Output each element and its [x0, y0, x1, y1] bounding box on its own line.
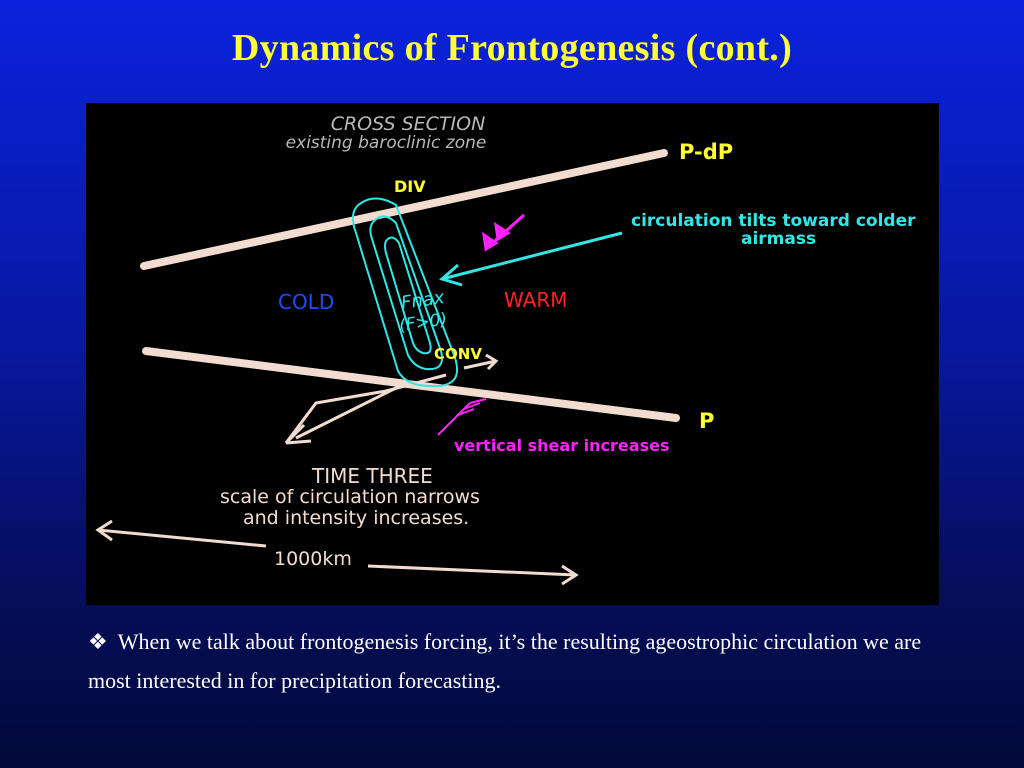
upper-isobar-label: P-dP — [679, 140, 733, 164]
slide-title: Dynamics of Frontogenesis (cont.) — [231, 27, 793, 69]
low-level-flow-arrow-right — [463, 353, 499, 371]
caption-text: When we talk about frontogenesis forcing… — [88, 629, 922, 693]
circulation-note-line1: circulation tilts toward colder — [631, 211, 916, 231]
divergence-label: DIV — [394, 177, 426, 196]
distance-label: 1000km — [274, 548, 352, 570]
lower-isobar-label: P — [699, 409, 714, 433]
convergence-label: CONV — [434, 345, 482, 363]
scale-note-line1: scale of circulation narrows — [220, 486, 480, 508]
lower-wind-barb — [437, 398, 487, 436]
low-level-flow-line — [284, 373, 447, 444]
low-level-flow-arrowhead — [284, 423, 312, 445]
circulation-note-arrow — [438, 231, 623, 287]
cross-section-figure: CROSS SECTION existing baroclinic zone P… — [86, 103, 939, 605]
cross-section-diagram: CROSS SECTION existing baroclinic zone P… — [95, 113, 916, 586]
warm-airmass-label: WARM — [504, 288, 568, 312]
distance-scale-arrow — [95, 519, 579, 586]
circulation-note-line2: airmass — [741, 229, 816, 249]
diagram-title: CROSS SECTION — [331, 113, 486, 135]
shear-note: vertical shear increases — [454, 436, 669, 455]
upper-isobar-line — [140, 149, 668, 270]
bullet-icon: ❖ — [88, 629, 108, 654]
low-level-flow-line-inner — [295, 381, 407, 440]
slide-caption: ❖When we talk about frontogenesis forcin… — [88, 622, 928, 700]
scale-note-line2: and intensity increases. — [243, 507, 469, 529]
cold-airmass-label: COLD — [278, 290, 334, 314]
time-label: TIME THREE — [311, 464, 433, 488]
upper-wind-barb — [482, 213, 526, 252]
ageostrophic-circulation — [351, 197, 459, 388]
diagram-subtitle: existing baroclinic zone — [286, 133, 487, 153]
